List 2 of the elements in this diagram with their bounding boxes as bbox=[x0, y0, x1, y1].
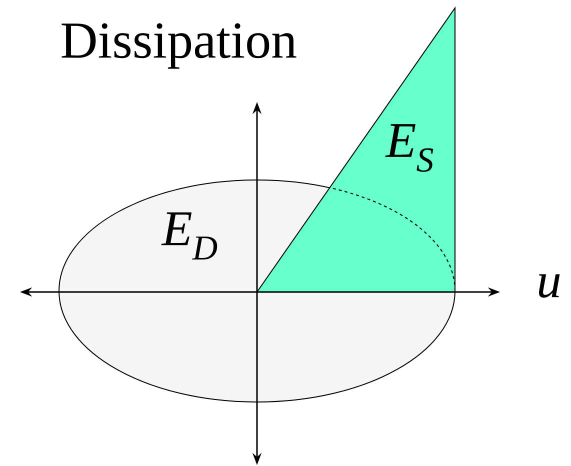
node-label: E$_{S}$ bbox=[385, 124, 434, 172]
axis-label: u bbox=[539, 274, 560, 298]
